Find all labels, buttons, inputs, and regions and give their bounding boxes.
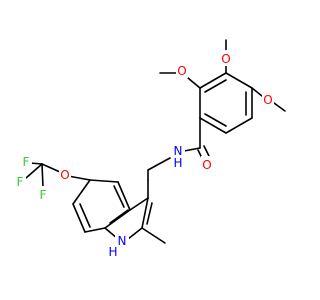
bond — [204, 113, 227, 127]
bond — [41, 163, 44, 188]
bond — [41, 163, 61, 173]
bond — [127, 227, 143, 240]
atom-label-layer: O O O O N H O F F F N H — [15, 50, 274, 259]
atom-label-n-indole: N — [118, 234, 127, 248]
bond — [141, 227, 166, 244]
bond — [251, 87, 263, 97]
bond — [204, 79, 227, 93]
atom-label-f-left: F — [17, 175, 24, 189]
atom-label-o-methoxy-right: O — [263, 93, 272, 107]
bond — [199, 117, 227, 134]
atom-label-f-top: F — [23, 155, 30, 169]
bond — [67, 175, 91, 181]
bond — [89, 179, 119, 183]
molecule-drawing: O O O O N H O F F F N H — [15, 39, 286, 259]
structure-canvas: O O O O N H O F F F N H — [15, 39, 286, 259]
bond — [273, 102, 286, 112]
bond — [72, 203, 86, 233]
bond-layer — [25, 39, 286, 244]
atom-label-o-trifluoromethoxy: O — [60, 168, 69, 182]
bond — [79, 203, 91, 228]
bond — [187, 77, 201, 89]
bond — [25, 163, 43, 179]
bond — [117, 181, 131, 211]
bond — [109, 209, 129, 224]
bond — [203, 145, 210, 157]
bond — [147, 157, 171, 171]
bond — [113, 185, 125, 208]
bond — [225, 72, 253, 89]
atom-label-f-bottom: F — [40, 188, 47, 202]
bond — [72, 179, 91, 205]
bond — [146, 202, 153, 225]
atom-label-o-methoxy-mid: O — [221, 52, 230, 66]
atom-label-h-amide: H — [173, 156, 182, 170]
bond — [141, 197, 149, 229]
atom-label-h-indole: H — [108, 245, 117, 259]
bond — [225, 117, 253, 134]
bond — [129, 197, 149, 211]
bond — [183, 147, 201, 152]
atom-label-o-carbonyl: O — [202, 158, 211, 172]
atom-label-o-methoxy-left: O — [177, 64, 186, 78]
bond — [199, 72, 227, 89]
bond — [84, 227, 106, 233]
atom-label-n-amide: N — [174, 144, 183, 158]
bond — [104, 209, 131, 229]
